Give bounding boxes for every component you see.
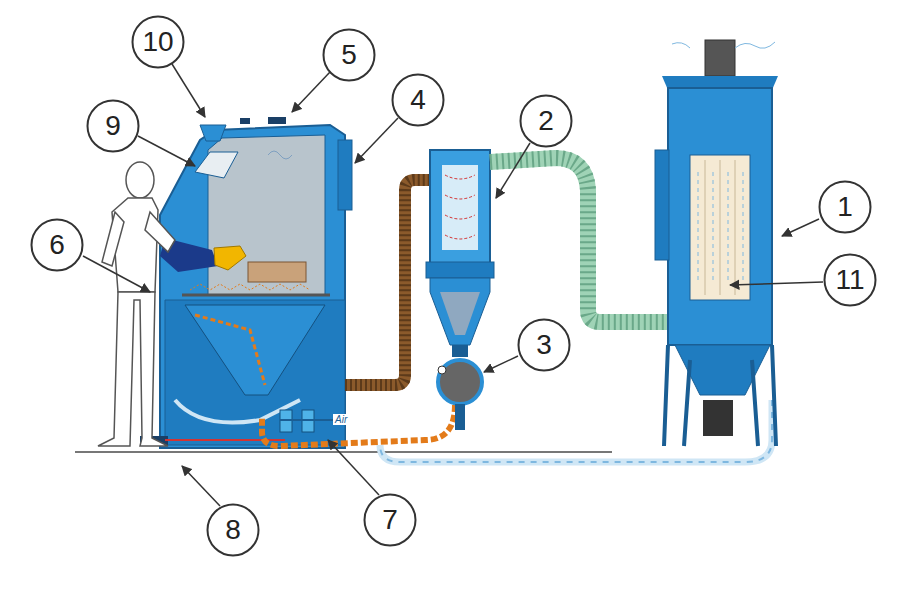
callout-number: 3	[536, 331, 552, 359]
callout-number: 6	[49, 231, 65, 259]
callout-number: 1	[837, 193, 853, 221]
callout-circle: 9	[86, 99, 140, 153]
callout-circle: 2	[519, 94, 573, 148]
callout-number: 11	[835, 266, 864, 294]
callout-circle: 4	[391, 73, 445, 127]
pipe-label: Air	[333, 414, 349, 425]
callout-number: 10	[142, 28, 173, 56]
callout-circle: 3	[517, 318, 571, 372]
callout-number: 2	[538, 107, 554, 135]
callout-circle: 11	[823, 253, 877, 307]
callout-number: 7	[382, 506, 398, 534]
callout-circle: 10	[131, 15, 185, 69]
callout-circle: 5	[322, 28, 376, 82]
callout-circle: 6	[30, 218, 84, 272]
callout-number: 5	[341, 41, 357, 69]
callout-circle: 7	[363, 493, 417, 547]
callout-circle: 1	[818, 180, 872, 234]
callout-number: 9	[105, 112, 121, 140]
callout-number: 8	[225, 516, 241, 544]
callout-number: 4	[410, 86, 426, 114]
callout-circle: 8	[206, 503, 260, 557]
